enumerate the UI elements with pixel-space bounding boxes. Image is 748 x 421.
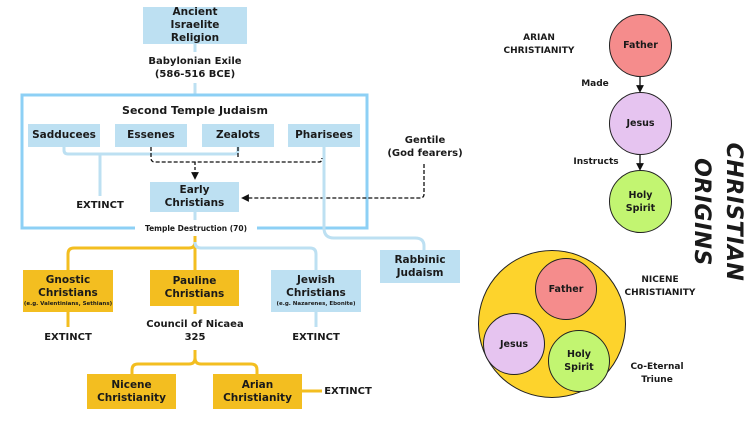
dashed-sect-connector bbox=[150, 147, 323, 163]
temple-destruction-label: Temple Destruction (70) bbox=[144, 224, 248, 233]
nicene-holy-spirit-label: Holy Spirit bbox=[564, 349, 594, 373]
early-christians-label: Early Christians bbox=[164, 184, 225, 209]
page-title: CHRISTIAN ORIGINS bbox=[689, 142, 746, 282]
nicene-father-label: Father bbox=[548, 283, 584, 295]
co-eternal-triune-label: Co-Eternal Triune bbox=[630, 362, 684, 385]
second-temple-frame bbox=[20, 93, 369, 230]
gentile-label: Gentile (God fearers) bbox=[380, 134, 470, 160]
nicene-christianity-box: Nicene Christianity bbox=[87, 374, 176, 409]
arian-holy-spirit-label: Holy Spirit bbox=[625, 189, 656, 214]
sect-essenes: Essenes bbox=[115, 124, 187, 147]
pharisees-connector bbox=[322, 147, 426, 250]
arian-extinct-label: EXTINCT bbox=[324, 386, 372, 397]
arian-holy-spirit-node: Holy Spirit bbox=[609, 170, 672, 233]
babylonian-exile-label: Babylonian Exile (586-516 BCE) bbox=[130, 55, 260, 81]
rabbinic-judaism-label: Rabbinic Judaism bbox=[394, 253, 446, 279]
rabbinic-judaism-box: Rabbinic Judaism bbox=[380, 250, 460, 283]
sect-pharisees: Pharisees bbox=[288, 124, 360, 147]
exile-name: Babylonian Exile bbox=[148, 56, 242, 67]
gnostic-extinct-label: EXTINCT bbox=[44, 332, 92, 343]
jewish-extinct-label: EXTINCT bbox=[292, 332, 340, 343]
made-label: Made bbox=[581, 79, 609, 89]
sect-zealots-label: Zealots bbox=[216, 129, 260, 141]
sect-sadducees-label: Sadducees bbox=[32, 129, 96, 141]
council-year: 325 bbox=[184, 332, 206, 343]
gentile-dashed-connector bbox=[241, 164, 425, 202]
arian-model-label: ARIAN CHRISTIANITY bbox=[503, 33, 575, 56]
ancient-israelite-religion-box: Ancient Israelite Religion bbox=[143, 6, 247, 44]
jewish-christians-sub: (e.g. Nazarenes, Ebonite) bbox=[276, 301, 356, 307]
gnostic-christians-sub: (e.g. Valentinians, Sethians) bbox=[23, 301, 113, 307]
jewish-branch bbox=[193, 241, 318, 270]
council-name: Council of Nicaea bbox=[146, 319, 244, 330]
exile-date: (586-516 BCE) bbox=[154, 69, 236, 80]
gnostic-christians-box: Gnostic Christians (e.g. Valentinians, S… bbox=[23, 270, 113, 312]
early-christians-box: Early Christians bbox=[150, 182, 239, 212]
second-temple-judaism-title: Second Temple Judaism bbox=[122, 104, 268, 117]
nicene-christianity-label: Nicene Christianity bbox=[97, 378, 166, 404]
nicene-jesus-node: Jesus bbox=[483, 313, 545, 375]
sect-essenes-label: Essenes bbox=[127, 129, 175, 141]
sadducees-extinct-label: EXTINCT bbox=[76, 200, 124, 211]
sect-zealots: Zealots bbox=[202, 124, 274, 147]
arian-jesus-label: Jesus bbox=[626, 118, 655, 129]
arian-christianity-label: Arian Christianity bbox=[223, 378, 292, 404]
nicene-father-node: Father bbox=[535, 258, 597, 320]
nicene-holy-spirit-node: Holy Spirit bbox=[548, 330, 610, 392]
council-branch bbox=[130, 350, 259, 374]
sect-sadducees: Sadducees bbox=[28, 124, 100, 147]
jewish-christians-label: Jewish Christians bbox=[286, 274, 346, 299]
sect-pharisees-label: Pharisees bbox=[295, 129, 353, 141]
gold-branch bbox=[66, 236, 197, 270]
instructs-label: Instructs bbox=[573, 157, 619, 167]
ancient-israelite-religion-label: Ancient Israelite Religion bbox=[170, 6, 220, 44]
nicene-model-label: NICENE CHRISTIANITY bbox=[624, 275, 696, 298]
gentile-line2: (God fearers) bbox=[387, 148, 463, 159]
council-of-nicaea-label: Council of Nicaea 325 bbox=[140, 318, 250, 344]
arian-christianity-box: Arian Christianity bbox=[213, 374, 302, 409]
pauline-christians-label: Pauline Christians bbox=[164, 275, 225, 300]
arian-father-node: Father bbox=[609, 14, 672, 77]
arian-jesus-node: Jesus bbox=[609, 92, 672, 155]
gnostic-christians-label: Gnostic Christians bbox=[38, 274, 98, 299]
jewish-christians-box: Jewish Christians (e.g. Nazarenes, Eboni… bbox=[271, 270, 361, 312]
gentile-line1: Gentile bbox=[404, 135, 446, 146]
nicene-jesus-label: Jesus bbox=[499, 338, 529, 350]
arian-father-label: Father bbox=[623, 40, 658, 51]
pauline-christians-box: Pauline Christians bbox=[150, 270, 239, 306]
